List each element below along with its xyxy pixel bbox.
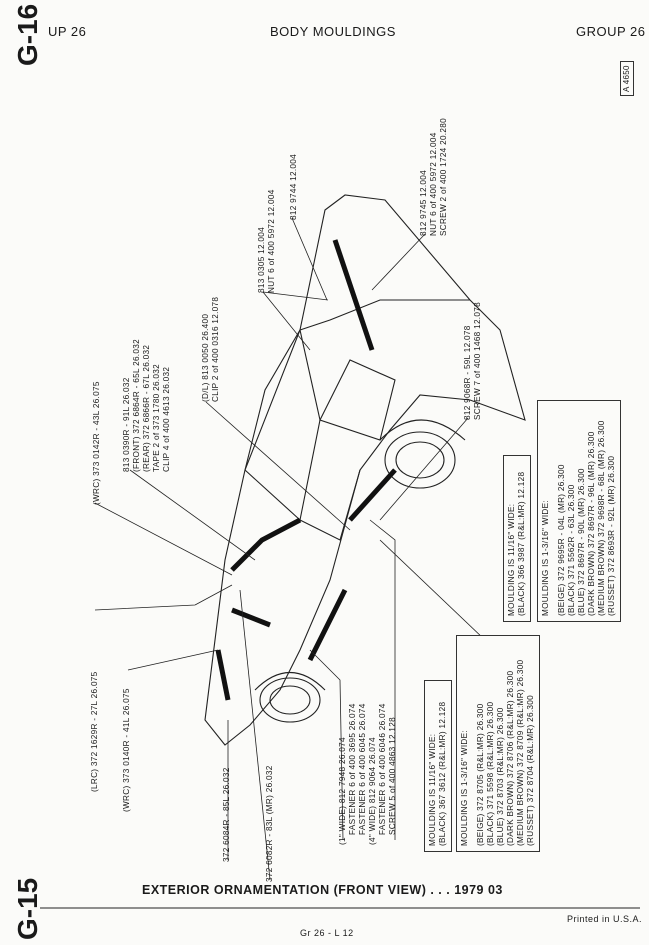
label-wrc-lower: (WRC) 373 0140R - 41L 26.075 [122, 688, 132, 812]
box-rear-wide: MOULDING IS 1-3/16" WIDE: (BEIGE) 372 969… [537, 400, 621, 622]
label-line: 812 9745 12.004 [419, 170, 428, 236]
label-wrc-upper: (WRC) 373 0142R - 43L 26.075 [92, 381, 102, 505]
header-left: UP 26 [48, 24, 87, 39]
label-line: FASTENER 6 of 400 3695 26.074 [348, 703, 357, 835]
label-line: (WRC) 373 0140R - 41L 26.075 [122, 688, 131, 812]
label-line: 812 9068R - 59L 12.078 [463, 325, 472, 420]
label-fender-a: 372 6084R - 85L 26.032 [222, 767, 232, 862]
box-line: (MEDIUM BROWN) 372 8709 (R&L:MR) 26.300 [516, 659, 525, 846]
box-line: MOULDING IS 1-3/16" WIDE: [460, 730, 469, 846]
fender-moulding [215, 649, 231, 701]
label-line: (4" WIDE) 812 9064 26.074 [368, 737, 377, 845]
label-line: (D/L) 813 0050 26.400 [201, 313, 210, 402]
windshield [244, 328, 321, 522]
box-line: (BLUE) 372 8703 (R&L:MR) 26.300 [496, 707, 505, 846]
box-line: (DARK BROWN) 372 8706 (R&L:MR) 26.300 [506, 670, 515, 846]
label-line: 813 0390R - 91L 26.032 [122, 377, 131, 472]
side-window [319, 359, 396, 441]
label-line: 372 6082R - 83L (MR) 26.032 [265, 765, 274, 882]
label-line: 813 0305 12.004 [257, 227, 266, 293]
roof-moulding [332, 239, 375, 351]
box-line: (RUSSET) 372 8704 (R&L:MR) 26.300 [526, 695, 535, 846]
label-line: SCREW 5 of 400 4863 12.128 [388, 717, 397, 835]
label-fender-b: 372 6082R - 83L (MR) 26.032 [265, 765, 275, 882]
roof-line [299, 299, 470, 331]
windshield-moulding [230, 517, 302, 572]
header-title: BODY MOULDINGS [270, 24, 396, 39]
lower-moulding [231, 607, 271, 628]
box-line: (MEDIUM BROWN) 372 9698R - 68L (MR) 26.3… [597, 420, 606, 616]
box-line: (DARK BROWN) 372 8697R - 96L (MR) 26.300 [587, 431, 596, 616]
door-line [299, 469, 361, 541]
box-line: (BLACK) 371 5562R - 63L 26.300 [567, 484, 576, 616]
box-front-narrow: MOULDING IS 11/16" WIDE:(BLACK) 367 3612… [424, 680, 452, 852]
front-wheel [259, 677, 321, 723]
front-wheel-arch [254, 671, 326, 691]
label-line: (REAR) 372 6866R - 67L 26.032 [142, 344, 151, 472]
label-line: CLIP 2 of 400 0316 12.078 [211, 296, 220, 402]
box-line: (BEIGE) 372 8705 (R&L:MR) 26.300 [476, 703, 485, 846]
label-line: 372 6084R - 85L 26.032 [222, 767, 231, 862]
label-lrc: (LRC) 372 1629R - 27L 26.075 [90, 671, 100, 792]
label-windshield: 813 0390R - 91L 26.032(FRONT) 372 6864R … [122, 339, 172, 472]
label-line: 812 9744 12.004 [289, 154, 298, 220]
box-line: (BLACK) 371 5598 (R&L:MR) 26.300 [486, 701, 495, 846]
label-line: (FRONT) 372 6864R - 65L 26.032 [132, 339, 141, 472]
label-line: (WRC) 373 0142R - 43L 26.075 [92, 381, 101, 505]
box-line: MOULDING IS 11/16" WIDE: [428, 733, 437, 846]
box-line: MOULDING IS 11/16" WIDE: [507, 503, 516, 616]
box-front-wide: MOULDING IS 1-3/16" WIDE: (BEIGE) 372 870… [456, 635, 540, 852]
label-line: (LRC) 372 1629R - 27L 26.075 [90, 671, 99, 792]
box-line: (BLUE) 372 8697R - 90L (MR) 26.300 [577, 468, 586, 616]
box-line: (RUSSET) 372 8693R - 92L (MR) 26.300 [607, 455, 616, 616]
stamp: A 4650 [620, 61, 634, 96]
car-body-outline [204, 194, 526, 746]
label-line: SCREW 2 of 400 1724 20.280 [439, 118, 448, 236]
label-roof-rail: 812 9744 12.004 [289, 154, 299, 220]
rear-wheel [384, 431, 456, 489]
label-line: CLIP 4 of 400 4613 26.032 [162, 366, 171, 472]
rear-wheel-hub [395, 441, 445, 479]
section-tab-bottom: G-15 [12, 877, 43, 940]
box-rear-narrow: MOULDING IS 11/16" WIDE:(BLACK) 366 3987… [503, 455, 531, 622]
label-line: FASTENER 6 of 400 6045 26.074 [358, 703, 367, 835]
side-moulding-front [307, 588, 348, 662]
header-right: GROUP 26 [576, 24, 646, 39]
label-line: NUT 6 of 400 5972 12.004 [429, 132, 438, 236]
label-line: FASTENER 6 of 400 6046 26.074 [378, 703, 387, 835]
label-line: TAPE 2 of 373 1780 26.032 [152, 364, 161, 472]
label-line: SCREW 7 of 400 1468 12.078 [473, 302, 482, 420]
printed-note: Printed in U.S.A. [567, 914, 643, 924]
box-line: (BLACK) 367 3612 (R&L:MR) 12.128 [438, 701, 447, 846]
page-number: Gr 26 - L 12 [300, 928, 354, 938]
leader-lines [94, 217, 486, 881]
label-line: (1" WIDE) 812 7948 26.074 [338, 737, 347, 845]
box-line: MOULDING IS 1-3/16" WIDE: [541, 500, 550, 616]
label-line: NUT 6 of 400 5972 12.004 [267, 189, 276, 293]
rear-wheel-arch [379, 419, 466, 441]
front-wheel-hub [269, 685, 311, 715]
section-tab-top: G-16 [12, 3, 43, 66]
box-line: (BEIGE) 372 9695R - 04L (MR) 26.300 [557, 464, 566, 616]
side-moulding-rear [348, 468, 397, 522]
footer-title: EXTERIOR ORNAMENTATION (FRONT VIEW) . . … [142, 883, 503, 897]
box-line: (BLACK) 366 3987 (R&L:MR) 12.128 [517, 471, 526, 616]
